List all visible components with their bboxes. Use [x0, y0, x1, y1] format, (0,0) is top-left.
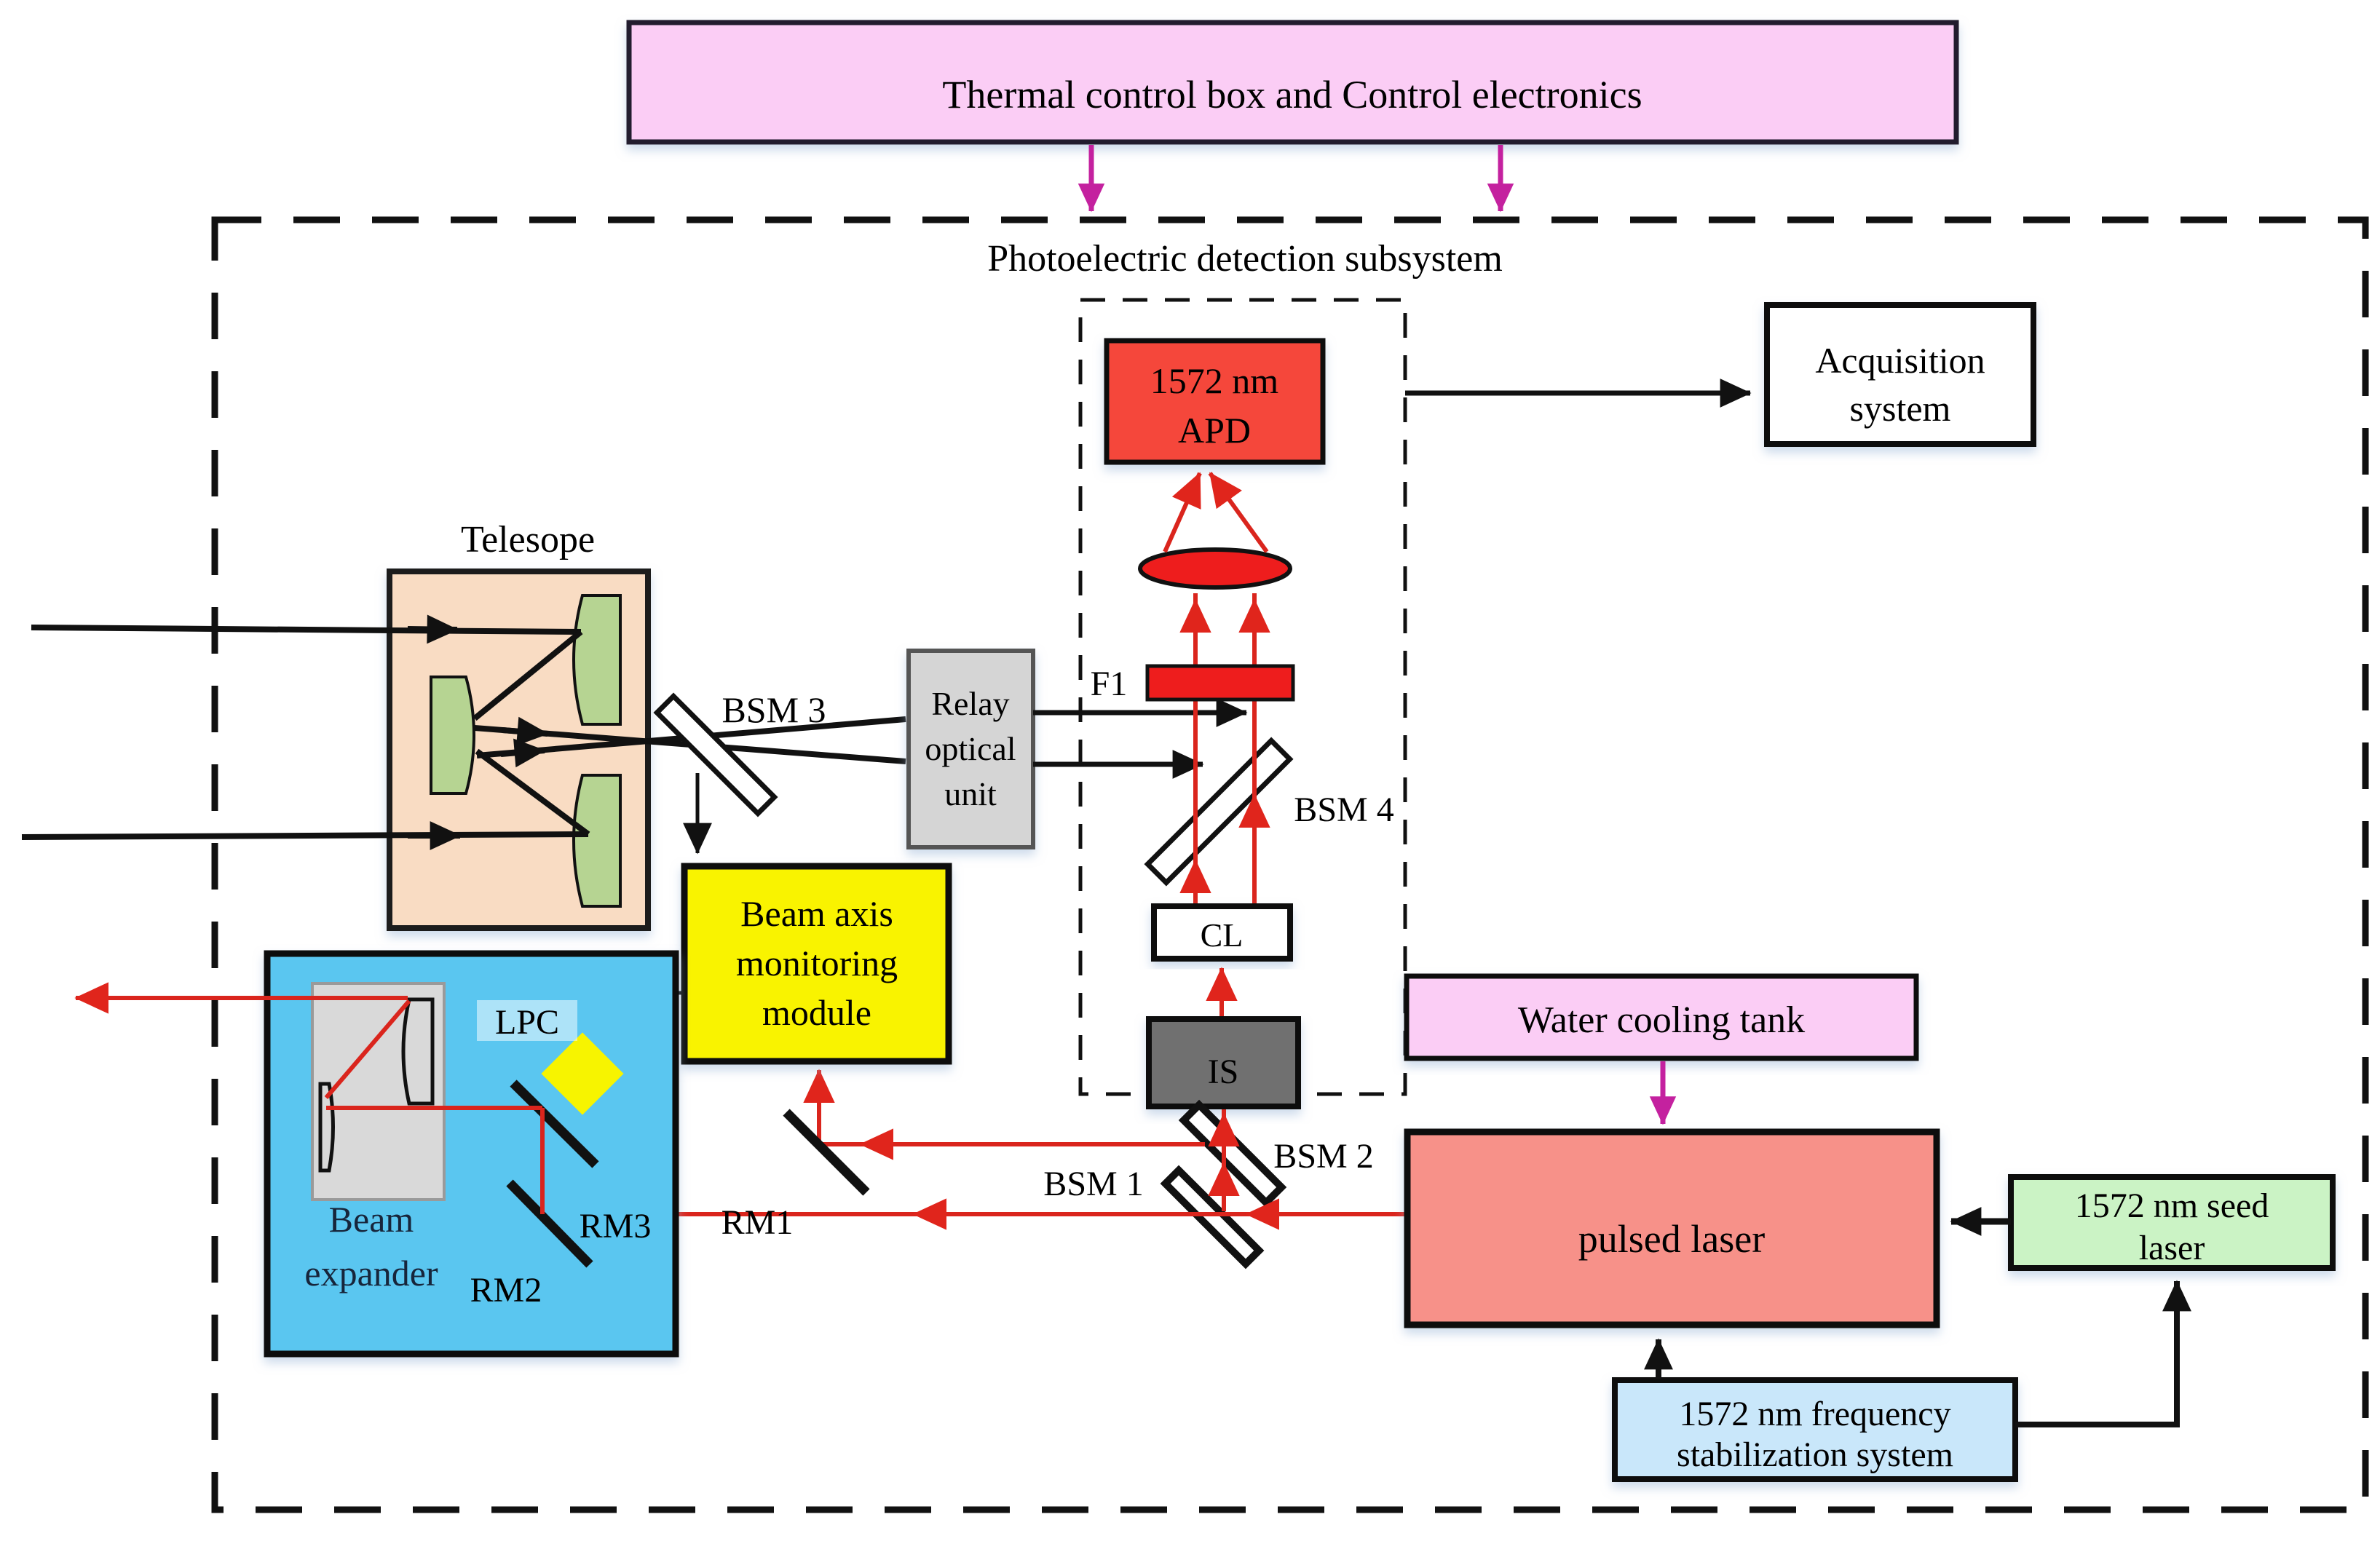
beam-expander-label-line2: expander [304, 1253, 438, 1294]
bsm3-mirror [653, 692, 778, 817]
thermal-control-banner [626, 20, 1959, 145]
telescope-secondary-mirror [430, 676, 475, 795]
apd-box [1104, 338, 1326, 465]
rm3-label: RM3 [580, 1207, 652, 1245]
bsm3-label: BSM 3 [721, 689, 826, 730]
acquisition-label-line1: Acquisition [1815, 340, 1985, 381]
outer-enclosure-dashed-border [211, 216, 2369, 1513]
telescope-output-beam-2-arrowhead [500, 738, 546, 768]
rm2-label: RM2 [470, 1271, 542, 1310]
seed-laser-label-line2: laser [2139, 1229, 2205, 1267]
lpc-label: LPC [495, 1003, 559, 1042]
beam-axis-module-box [681, 863, 952, 1065]
apd-label-line1: 1572 nm [1150, 360, 1279, 401]
f1-filter [1145, 664, 1295, 702]
bsm1-label: BSM 1 [1043, 1165, 1143, 1203]
lens-to-apd-beam-right [1208, 472, 1269, 553]
relay-optical-unit-box [906, 649, 1035, 849]
rm3-mirror [510, 1080, 599, 1168]
water-cooling-tank-box [1404, 973, 1919, 1061]
telescope-output-beam-1-arrowhead [502, 716, 549, 746]
telescope-primary-mirror-lower [572, 774, 622, 908]
incoming-beam-upper-arrowhead [407, 614, 459, 644]
cl-label: CL [1201, 916, 1244, 954]
rm2-mirror [506, 1179, 593, 1268]
expander-secondary-lens [318, 1082, 335, 1173]
freq-to-seed-wire [2015, 1280, 2191, 1427]
freq-label-line2: stabilization system [1677, 1435, 1953, 1474]
bsm2-label: BSM 2 [1273, 1137, 1373, 1176]
primary-to-secondary-beam-lower [475, 748, 590, 837]
freq-stabilization-box [1612, 1377, 2018, 1482]
beam-expander-label-line1: Beam [329, 1199, 414, 1240]
apd-label-line2: APD [1178, 410, 1251, 451]
incoming-beam-lower [21, 831, 589, 840]
telescope-label: Telesope [461, 519, 595, 560]
beam-axis-label-line3: module [762, 992, 871, 1033]
telescope-primary-mirror-upper [572, 594, 622, 726]
primary-to-secondary-beam-upper [473, 629, 583, 721]
f1-label: F1 [1091, 665, 1128, 703]
acquisition-label-line2: system [1850, 388, 1951, 429]
lens-to-apd-beam-left [1163, 472, 1202, 553]
beam-axis-label-line2: monitoring [736, 943, 898, 983]
acquisition-system-box [1764, 302, 2036, 447]
water-tank-label: Water cooling tank [1518, 999, 1805, 1041]
beam-axis-label-line1: Beam axis [740, 893, 893, 934]
pulsed-laser-label: pulsed laser [1578, 1217, 1765, 1261]
rm1-label: RM1 [721, 1203, 794, 1242]
incoming-beam-upper [31, 625, 582, 635]
subsystem-label: Photoelectric detection subsystem [987, 238, 1503, 280]
relay-label-line2: optical [925, 730, 1016, 767]
seed-laser-label-line1: 1572 nm seed [2075, 1187, 2269, 1225]
relay-label-line3: unit [944, 775, 997, 812]
banner-label: Thermal control box and Control electron… [942, 73, 1642, 116]
bsm4-label: BSM 4 [1294, 791, 1393, 829]
expander-primary-mirror [401, 997, 435, 1106]
bsm1-mirror [1160, 1165, 1265, 1269]
relay-label-line1: Relay [931, 685, 1009, 722]
is-box [1146, 1016, 1301, 1109]
freq-label-line1: 1572 nm frequency [1679, 1395, 1950, 1433]
is-label: IS [1208, 1053, 1239, 1091]
rm1-mirror [783, 1109, 870, 1196]
expander-internal-beam [324, 999, 411, 1099]
cl-box [1151, 903, 1293, 962]
pulsed-laser-box [1404, 1128, 1940, 1328]
lpc-label-background [477, 1000, 577, 1041]
detector-lens [1138, 547, 1292, 590]
